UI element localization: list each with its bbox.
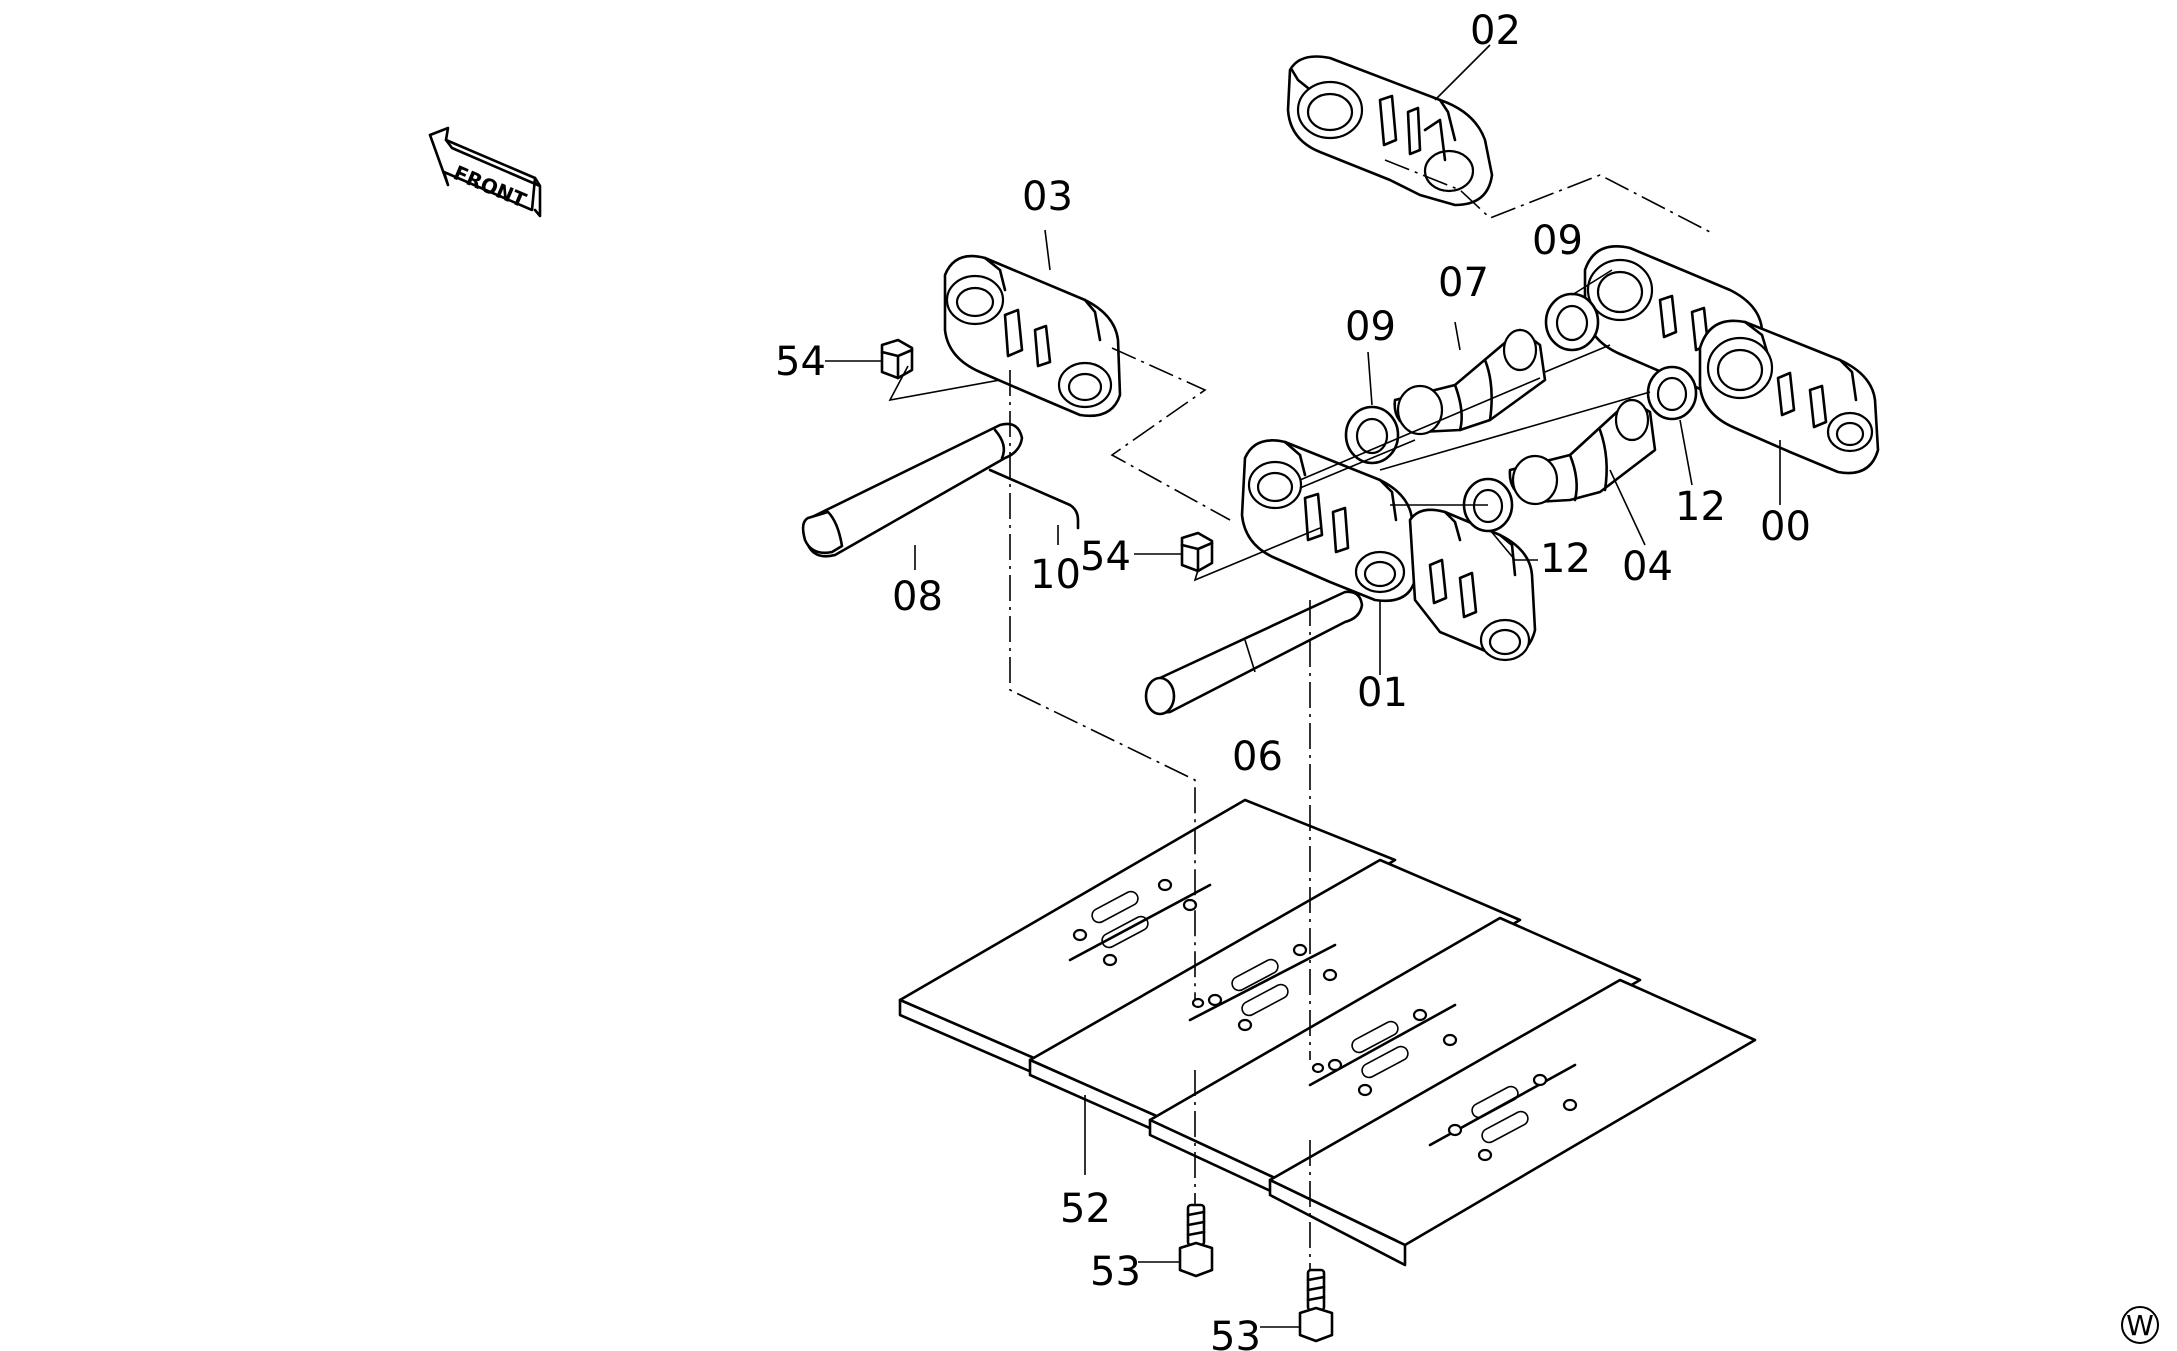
label-07: 07 bbox=[1438, 260, 1489, 306]
label-06: 06 bbox=[1232, 734, 1283, 780]
label-53-lower: 53 bbox=[1210, 1314, 1261, 1351]
label-00: 00 bbox=[1760, 504, 1811, 550]
seal-09-right bbox=[1544, 292, 1600, 352]
track-link-00 bbox=[1583, 245, 1880, 475]
label-02: 02 bbox=[1470, 8, 1521, 54]
track-link-center-right bbox=[1408, 508, 1537, 662]
part-labels: 02 03 54 54 08 10 06 01 07 09 09 12 00 1… bbox=[775, 8, 1811, 1351]
label-52: 52 bbox=[1060, 1186, 1111, 1232]
corner-mark: W bbox=[2121, 1306, 2159, 1344]
seal-09-left bbox=[1344, 405, 1400, 465]
track-shoes-52 bbox=[898, 798, 1757, 1267]
bushing-04 bbox=[1508, 398, 1657, 506]
assembly-lines bbox=[1009, 159, 1711, 1270]
label-54-upper: 54 bbox=[775, 339, 826, 385]
bolt-53-upper bbox=[1178, 1203, 1214, 1278]
label-09-right: 09 bbox=[1532, 218, 1583, 264]
track-link-02 bbox=[1286, 55, 1494, 207]
label-12-left: 12 bbox=[1540, 536, 1591, 582]
label-09-left: 09 bbox=[1345, 304, 1396, 350]
nut-54-upper bbox=[880, 338, 914, 380]
leader-lines bbox=[825, 44, 1781, 1328]
label-53-upper: 53 bbox=[1090, 1249, 1141, 1295]
label-08: 08 bbox=[892, 574, 943, 620]
track-pin-06 bbox=[1144, 590, 1364, 716]
corner-mark-letter: W bbox=[2126, 1309, 2154, 1342]
label-12-right: 12 bbox=[1675, 484, 1726, 530]
label-01: 01 bbox=[1357, 670, 1408, 716]
seal-12-right bbox=[1646, 365, 1698, 421]
label-03: 03 bbox=[1022, 174, 1073, 220]
label-10: 10 bbox=[1030, 552, 1081, 598]
nut-54-lower bbox=[1180, 531, 1214, 573]
track-link-01 bbox=[1240, 439, 1417, 603]
bolt-53-lower bbox=[1298, 1268, 1334, 1343]
bushing-07 bbox=[1393, 328, 1547, 436]
track-link-03 bbox=[943, 254, 1122, 418]
master-pin-08 bbox=[801, 422, 1080, 558]
label-04: 04 bbox=[1622, 544, 1673, 590]
label-54-lower: 54 bbox=[1080, 534, 1131, 580]
front-arrow: FRONT bbox=[428, 126, 542, 218]
